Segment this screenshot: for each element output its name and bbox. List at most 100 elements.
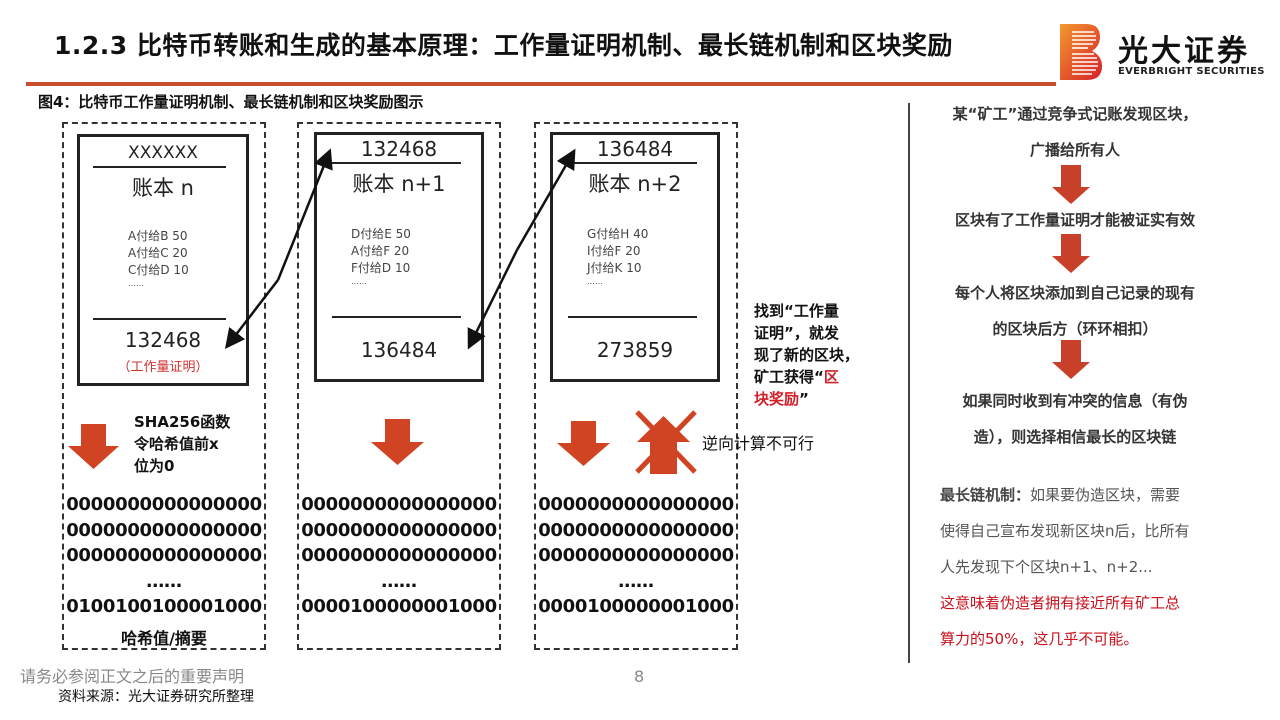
nonce-value: 136484 <box>360 338 438 362</box>
note-line: 令哈希值前x <box>134 435 219 453</box>
ledger-n2: 136484 账本 n+2 G付给H 40 I付给F 20 J付给K 10 ……… <box>550 132 720 382</box>
transaction-list: G付给H 40 I付给F 20 J付给K 10 …… <box>587 226 648 287</box>
note-line: 块奖励” <box>754 388 859 410</box>
transaction: C付给D 10 <box>128 263 189 277</box>
ledger-name: 账本 n+2 <box>588 172 682 196</box>
hash-line: 0000000000000000 <box>301 545 497 566</box>
hash-line: 0000000000000000 <box>301 519 497 541</box>
page-number: 8 <box>634 667 645 686</box>
hash-label: 哈希值/摘要 <box>121 629 207 648</box>
transaction: F付给D 10 <box>351 261 411 275</box>
source-note: 资料来源：光大证券研究所整理 <box>58 689 254 705</box>
ledger-divider <box>568 316 697 318</box>
transaction: …… <box>351 277 367 286</box>
block-column-n2 <box>534 122 738 650</box>
ledger-divider <box>93 166 226 168</box>
hash-line: …… <box>618 570 654 592</box>
note-line: SHA256函数 <box>134 413 231 431</box>
hash-line: 0100100100001000 <box>66 596 262 617</box>
disclaimer: 请务必参阅正文之后的重要声明 <box>20 667 245 686</box>
hash-line: 0000100000001000 <box>301 596 497 617</box>
hash-line: 0000000000000000 <box>538 494 734 515</box>
prev-hash: 136484 <box>596 137 674 161</box>
note-text: ” <box>799 390 809 408</box>
prev-hash: XXXXXX <box>128 143 198 163</box>
hash-line: 0000000000000000 <box>538 545 734 566</box>
transaction-list: A付给B 50 A付给C 20 C付给D 10 …… <box>128 228 189 289</box>
transaction: I付给F 20 <box>587 244 641 258</box>
longest-chain-explanation: 最长链机制：如果要伪造区块，需要 使得自己宣布发现新区块n后，比所有 人先发现下… <box>940 477 1240 657</box>
hash-line: 0000000000000000 <box>538 519 734 541</box>
transaction: J付给K 10 <box>587 261 642 275</box>
flow-text: 的区块后方（环环相扣） <box>992 320 1158 338</box>
ledger-divider <box>332 316 461 318</box>
note-highlight: 块奖励 <box>754 390 800 408</box>
explanation-warning: 算力的50%，这几乎不可能。 <box>940 630 1139 648</box>
ledger-name: 账本 n+1 <box>352 172 446 196</box>
hash-output-n1: 0000000000000000 0000000000000000 000000… <box>297 492 501 620</box>
explanation-warning: 这意味着伪造者拥有接近所有矿工总 <box>940 594 1181 612</box>
hash-line: 0000000000000000 <box>301 494 497 515</box>
transaction: A付给F 20 <box>351 244 410 258</box>
flow-step-1: 某“矿工”通过竞争式记账发现区块， 广播给所有人 <box>920 96 1230 168</box>
note-line: 找到“工作量 <box>754 302 839 320</box>
ledger-name: 账本 n <box>132 176 194 200</box>
title-divider <box>26 82 1056 86</box>
ledger-n1: 132468 账本 n+1 D付给E 50 A付给F 20 F付给D 10 ……… <box>314 132 484 382</box>
ledger-divider <box>568 162 697 164</box>
nonce-value: 273859 <box>596 338 674 362</box>
block-reward-note: 找到“工作量 证明”，就发 现了新的区块， 矿工获得“区 块奖励” <box>754 300 859 410</box>
transaction-list: D付给E 50 A付给F 20 F付给D 10 …… <box>351 226 411 287</box>
flow-step-2: 区块有了工作量证明才能被证实有效 <box>920 202 1230 238</box>
irreversible-note: 逆向计算不可行 <box>702 434 815 453</box>
flow-text: 造），则选择相信最长的区块链 <box>973 428 1177 446</box>
prev-hash: 132468 <box>360 137 438 161</box>
note-text: 矿工获得“ <box>754 368 824 386</box>
flow-text: 广播给所有人 <box>1029 141 1120 159</box>
sha256-note: SHA256函数 令哈希值前x 位为0 <box>134 411 230 477</box>
explanation-text: 如果要伪造区块，需要 <box>1030 486 1181 504</box>
flow-down-arrow-icon <box>1052 165 1090 204</box>
figure-caption: 图4：比特币工作量证明机制、最长链机制和区块奖励图示 <box>38 93 424 111</box>
logo-mark-icon <box>1060 24 1102 80</box>
explanation-line: 使得自己宣布发现新区块n后，比所有 <box>940 522 1190 540</box>
everbright-logo: 光大证券 EVERBRIGHT SECURITIES <box>1060 22 1270 82</box>
note-line: 矿工获得“区 <box>754 366 859 388</box>
proof-of-work-label: （工作量证明） <box>117 360 209 375</box>
ledger-divider <box>332 162 461 164</box>
block-column-n <box>62 122 266 650</box>
flow-text: 如果同时收到有冲突的信息（有伪 <box>962 392 1188 410</box>
transaction: A付给B 50 <box>128 229 188 243</box>
note-highlight: 区 <box>823 368 839 386</box>
hash-line: 0000100000001000 <box>538 596 734 617</box>
logo-text-cn: 光大证券 <box>1118 34 1250 69</box>
flow-text: 某“矿工”通过竞争式记账发现区块， <box>952 105 1198 123</box>
hash-line: 0000000000000000 <box>66 494 262 515</box>
explanation-line: 最长链机制：如果要伪造区块，需要 <box>940 477 1240 513</box>
explanation-label: 最长链机制： <box>940 486 1031 504</box>
nonce-value: 132468 <box>124 328 202 352</box>
flow-down-arrow-icon <box>1052 234 1090 273</box>
flow-step-4: 如果同时收到有冲突的信息（有伪 造），则选择相信最长的区块链 <box>920 383 1230 455</box>
flow-step-3: 每个人将区块添加到自己记录的现有 的区块后方（环环相扣） <box>920 275 1230 347</box>
hash-line: 0000000000000000 <box>66 545 262 566</box>
note-line: 证明”，就发 <box>754 324 839 342</box>
note-line: 位为0 <box>134 457 175 475</box>
explanation-line: 人先发现下个区块n+1、n+2... <box>940 558 1153 576</box>
panel-divider <box>908 103 910 663</box>
ledger-n: XXXXXX 账本 n A付给B 50 A付给C 20 C付给D 10 …… 1… <box>77 134 249 386</box>
flow-text: 每个人将区块添加到自己记录的现有 <box>954 284 1195 302</box>
transaction: A付给C 20 <box>128 246 188 260</box>
hash-line: 0000000000000000 <box>66 519 262 541</box>
ledger-divider <box>93 318 226 320</box>
hash-output-n2: 0000000000000000 0000000000000000 000000… <box>534 492 738 620</box>
transaction: …… <box>128 279 144 288</box>
logo-text-en: EVERBRIGHT SECURITIES <box>1118 66 1265 77</box>
flow-text: 区块有了工作量证明才能被证实有效 <box>954 211 1195 229</box>
page-title: 1.2.3 比特币转账和生成的基本原理：工作量证明机制、最长链机制和区块奖励 <box>54 31 953 60</box>
block-column-n1 <box>297 122 501 650</box>
hash-line: …… <box>146 570 182 592</box>
transaction: G付给H 40 <box>587 227 649 241</box>
transaction: D付给E 50 <box>351 227 411 241</box>
hash-output-n: 0000000000000000 0000000000000000 000000… <box>62 492 266 620</box>
